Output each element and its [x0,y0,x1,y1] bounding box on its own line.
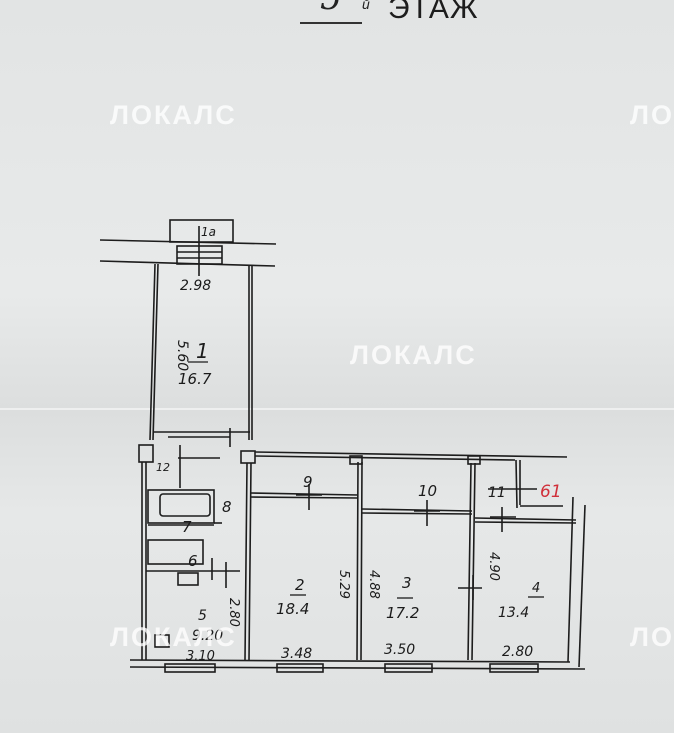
room-2-label: 2 [295,576,305,594]
room-11-label: 11 [488,485,506,501]
watermark: ЛОКАЛС [630,622,674,652]
watermark: ЛОКАЛС [350,340,477,370]
stair-1a [99,219,277,276]
floor-title: ЭТАЖ [388,0,479,25]
room-4-label: 4 [532,581,540,596]
room-3-area: 17.2 [386,604,419,622]
room-5-area: 9.20 [192,628,223,644]
room-4-length: 4.90 [486,552,501,581]
floor-number: 5 [300,0,362,24]
room-1a-label: 1а [201,225,216,239]
watermark: ЛОКАЛС [110,100,237,130]
room-1-width: 2.98 [180,278,211,294]
room-5-width: 3.10 [186,649,215,664]
room-2-width: 3.48 [281,646,312,662]
watermark: ЛОКАЛС [630,100,674,130]
room-4-area: 13.4 [498,605,529,621]
room-10-label: 10 [418,482,437,500]
room-6-label: 6 [188,552,198,570]
room-5-label: 5 [198,608,207,624]
room-3-label: 3 [402,574,412,592]
apartment-walls [129,450,586,673]
room-1-length: 5.60 [174,340,190,371]
room-9-label: 9 [303,473,313,491]
room-7-label: 7 [182,518,192,536]
room-2-area: 18.4 [276,600,309,618]
room-5-length: 2.80 [226,598,241,627]
room-2-length: 5.29 [336,570,351,599]
windows [164,663,539,673]
floor-suffix: й [362,0,370,12]
room-3-width: 3.50 [384,642,415,658]
room-4-width: 2.80 [502,644,533,660]
bathroom-block [138,444,240,660]
room-1-walls [149,263,253,447]
room-8-label: 8 [222,498,232,516]
room-1-area: 16.7 [178,370,212,388]
room-1-label: 1 [196,339,209,363]
room-3-length: 4.88 [366,570,381,599]
room-12-label: 12 [156,461,170,474]
paper-fold [0,408,674,410]
red-annotation: 61 [540,482,562,502]
watermark: ЛОКАЛС [110,622,237,652]
